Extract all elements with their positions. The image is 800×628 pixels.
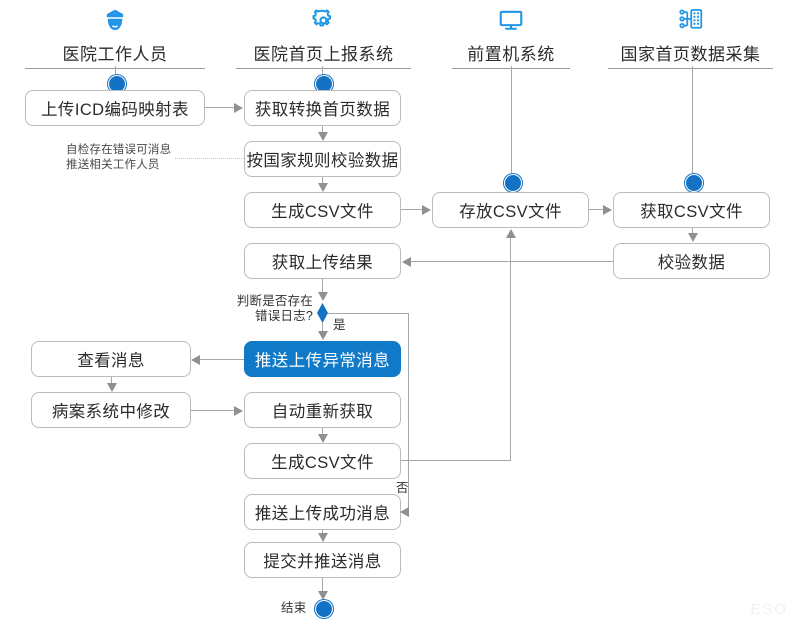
annotation-decision: 判断是否存在 错误日志? <box>231 294 313 324</box>
start-dot-national-collection <box>685 174 703 192</box>
arrow-gencsv1-to-storecsv <box>422 205 431 215</box>
lane-header-front-end-machine: 前置机系统 <box>452 6 570 69</box>
connector-validatedata-to-uploadresult <box>411 261 613 263</box>
connector-yes-branch-vertical <box>408 313 410 461</box>
connector-gencsv2-to-storecsv-h <box>401 460 511 462</box>
arrow-gencsv2-to-storecsv <box>506 229 516 238</box>
server-network-icon <box>608 6 773 38</box>
connector-viewmsg-to-editemr <box>111 377 113 385</box>
node-label: 生成CSV文件 <box>271 454 374 472</box>
lane-stem-front-end-machine <box>511 66 513 181</box>
arrow-autorefetch-to-gencsv2 <box>317 434 328 443</box>
node-push-success-msg[interactable]: 推送上传成功消息 <box>244 494 401 530</box>
monitor-icon <box>452 6 570 38</box>
connector-self-check-note <box>175 158 244 159</box>
node-validate-national[interactable]: 按国家规则校验数据 <box>244 141 401 177</box>
node-gen-csv-1[interactable]: 生成CSV文件 <box>244 192 401 228</box>
node-label: 获取上传结果 <box>271 254 374 272</box>
annotation-self-check-line1: 自检存在错误可消息 <box>66 144 172 156</box>
connector-gencsv2-to-storecsv-v <box>510 238 512 461</box>
node-gen-csv-2[interactable]: 生成CSV文件 <box>244 443 401 479</box>
node-auto-refetch[interactable]: 自动重新获取 <box>244 392 401 428</box>
end-label: 结束 <box>281 601 307 615</box>
arrow-pushsuccess-to-submit <box>317 533 328 542</box>
node-push-error-msg[interactable]: 推送上传异常消息 <box>244 341 401 377</box>
arrow-validate-to-gencsv1 <box>317 183 328 192</box>
lane-title-report-system: 医院首页上报系统 <box>236 40 411 69</box>
node-upload-icd[interactable]: 上传ICD编码映射表 <box>25 90 205 126</box>
lane-title-front-end-machine: 前置机系统 <box>452 40 570 69</box>
annotation-self-check-line2: 推送相关工作人员 <box>66 159 160 171</box>
node-label: 上传ICD编码映射表 <box>41 101 189 119</box>
connector-yes-branch-top <box>328 313 409 315</box>
connector-pushsuccess-to-submit <box>322 530 324 535</box>
arrow-validatedata-to-uploadresult <box>402 257 411 267</box>
lane-header-report-system: 医院首页上报系统 <box>236 6 411 69</box>
node-get-upload-result[interactable]: 获取上传结果 <box>244 243 401 279</box>
node-label: 自动重新获取 <box>271 403 374 421</box>
node-fetch-csv[interactable]: 获取CSV文件 <box>613 192 770 228</box>
annotation-decision-line1: 判断是否存在 <box>236 294 313 308</box>
nurse-icon <box>25 6 205 38</box>
connector-decision-to-pusherror <box>322 323 324 333</box>
connector-no-branch-vertical <box>408 460 410 512</box>
arrow-fetch-to-validate <box>317 132 328 141</box>
branch-label-yes: 是 <box>333 318 346 332</box>
node-label: 按国家规则校验数据 <box>246 152 399 170</box>
lane-title-hospital-staff: 医院工作人员 <box>25 40 205 69</box>
arrow-editemr-to-autorefetch <box>234 406 243 416</box>
arrow-no-branch-to-pushsuccess <box>400 507 409 517</box>
gear-icon <box>236 6 411 38</box>
branch-label-no: 否 <box>396 481 409 495</box>
end-dot <box>315 600 333 618</box>
lane-header-hospital-staff: 医院工作人员 <box>25 6 205 69</box>
lane-header-national-collection: 国家首页数据采集 <box>608 6 773 69</box>
node-label: 获取转换首页数据 <box>254 101 391 119</box>
connector-pusherror-to-viewmsg <box>200 359 244 361</box>
node-store-csv[interactable]: 存放CSV文件 <box>432 192 589 228</box>
node-validate-data[interactable]: 校验数据 <box>613 243 770 279</box>
lane-stem-hospital-staff <box>115 66 117 83</box>
arrow-viewmsg-to-editemr <box>106 383 117 392</box>
arrow-storecsv-to-fetchcsv <box>603 205 612 215</box>
connector-editemr-to-autorefetch <box>191 410 235 412</box>
arrow-fetchcsv-to-validatedata <box>687 233 698 242</box>
connector-validate-to-gencsv1 <box>322 177 324 185</box>
connector-storecsv-to-fetchcsv <box>589 209 604 211</box>
node-label: 查看消息 <box>77 352 145 370</box>
lane-stem-report-system <box>322 66 324 83</box>
node-label: 生成CSV文件 <box>271 203 374 221</box>
node-edit-in-emr[interactable]: 病案系统中修改 <box>31 392 191 428</box>
connector-autorefetch-to-gencsv2 <box>322 428 324 436</box>
node-label: 推送上传成功消息 <box>254 505 391 523</box>
decision-error-log[interactable] <box>317 303 328 323</box>
node-label: 获取CSV文件 <box>640 203 743 221</box>
connector-fetchcsv-to-validatedata <box>692 228 694 234</box>
node-label: 校验数据 <box>657 254 726 272</box>
node-view-message[interactable]: 查看消息 <box>31 341 191 377</box>
arrow-uploadresult-to-decision <box>317 292 328 301</box>
lane-stem-national-collection <box>692 66 694 181</box>
connector-fetch-to-validate <box>322 126 324 134</box>
annotation-self-check: 自检存在错误可消息 推送相关工作人员 <box>66 143 171 173</box>
node-label: 提交并推送消息 <box>263 553 382 571</box>
connector-upload-to-fetch <box>205 107 235 109</box>
start-dot-front-end-machine <box>504 174 522 192</box>
lane-title-national-collection: 国家首页数据采集 <box>608 40 773 69</box>
node-submit-push-msg[interactable]: 提交并推送消息 <box>244 542 401 578</box>
connector-gencsv1-to-storecsv <box>401 209 423 211</box>
connector-submit-to-end <box>322 578 324 592</box>
connector-uploadresult-to-decision <box>322 279 324 293</box>
node-fetch-convert[interactable]: 获取转换首页数据 <box>244 90 401 126</box>
node-label: 推送上传异常消息 <box>254 352 391 370</box>
node-label: 存放CSV文件 <box>459 203 562 221</box>
arrow-decision-to-pusherror <box>317 331 328 340</box>
watermark: ESO <box>750 601 788 618</box>
arrow-submit-to-end <box>317 591 328 600</box>
node-label: 病案系统中修改 <box>51 403 171 421</box>
annotation-decision-line2: 错误日志? <box>255 309 313 323</box>
arrow-pusherror-to-viewmsg <box>191 355 200 365</box>
arrow-upload-to-fetch <box>234 103 243 113</box>
